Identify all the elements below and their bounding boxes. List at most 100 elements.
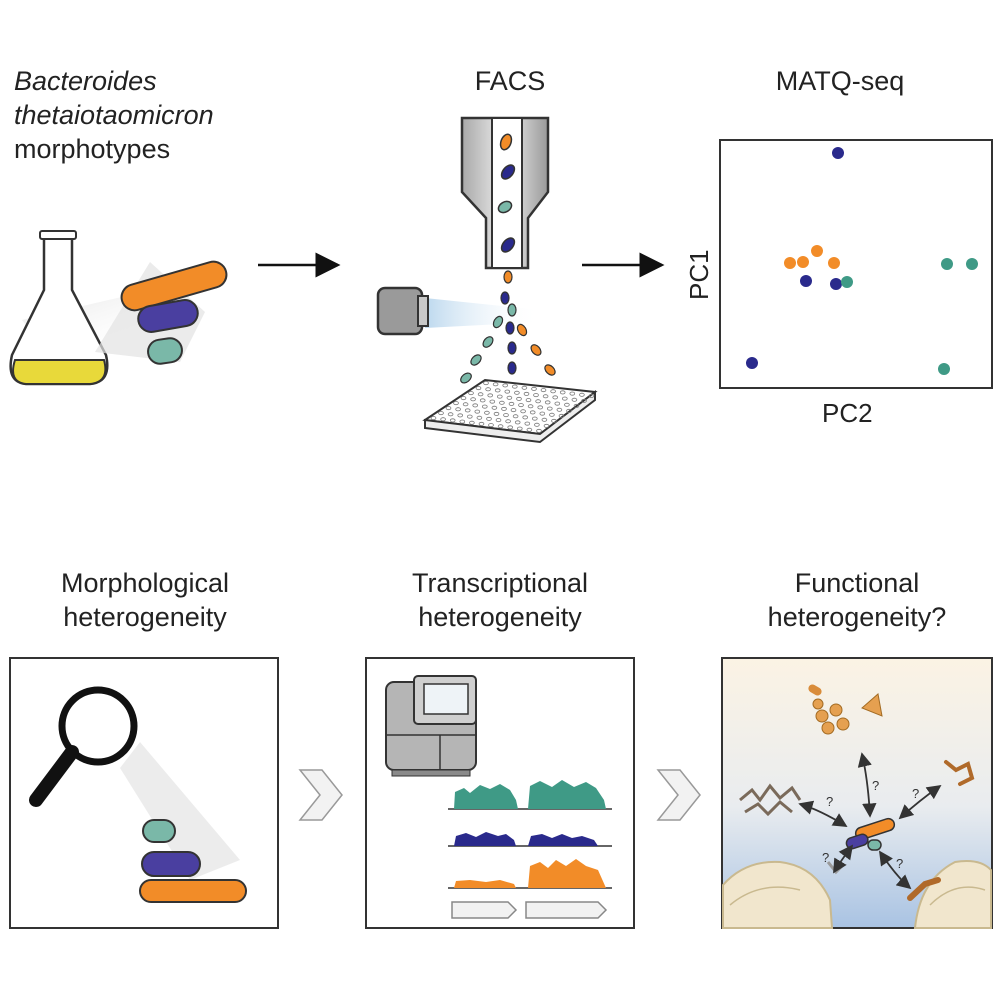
droplet-stream [460,270,556,384]
plate-well [514,420,521,425]
plate-well [541,417,548,422]
plate-well [518,403,524,408]
plate-well [468,391,474,396]
plate-well [573,403,580,408]
plate-well [516,396,522,401]
plate-well [499,400,505,405]
func-title: Functional heterogeneity? [722,566,992,634]
plate-well [566,408,572,413]
plate-well [516,426,523,431]
gene-arrow [451,901,518,919]
plate-well [453,401,459,406]
point-teal [841,276,853,288]
plate-well [554,401,561,406]
plate-well [503,413,509,418]
plate-well [529,410,536,415]
plate-well [511,384,518,389]
plate-well [495,418,502,423]
point-orange [828,257,840,269]
x-axis-label: PC2 [822,398,873,428]
plate-well [561,396,568,401]
plate-well [483,381,489,386]
plate-well [489,399,496,404]
trans-title-line1: Transcriptional [411,568,589,598]
plate-well [449,418,456,423]
plate-well [551,418,557,423]
plate-well [488,423,494,428]
trans-title: Transcriptional heterogeneity [365,566,635,634]
question-mark: ? [822,850,829,865]
plate-well [556,407,563,412]
plate-well [469,420,475,425]
plate-well [497,424,504,429]
plate-well [475,386,482,391]
plate-well [564,402,570,407]
func-title-line1: Functional [794,568,920,598]
plate-well [549,412,555,417]
point-navy [830,278,842,290]
plate-well [457,413,464,418]
plate-well [501,406,507,411]
plate-well [491,405,498,410]
morphotype-cells [120,260,228,365]
plate-well [460,396,467,401]
plate-well [492,382,499,387]
plate-well [487,393,494,398]
plate-well [544,400,551,405]
plate-well [559,390,566,395]
well-plate-icon [422,378,598,444]
plate-well [476,415,483,420]
plate-well [539,411,546,416]
plate-well [472,403,479,408]
organism-genus: Bacteroides [14,66,157,96]
morph-title: Morphological heterogeneity [10,566,280,634]
plate-well [546,406,553,411]
plate-well [508,401,515,406]
plate-well [430,416,437,421]
plate-well [569,391,576,396]
plate-well [505,419,511,424]
nozzle-cells [497,133,516,253]
plate-well [493,411,500,416]
plate-well [447,412,454,417]
question-mark: ? [872,778,879,793]
chevron-right-icon [656,769,701,821]
plate-well [478,421,485,426]
plate-well [494,388,501,393]
point-teal [941,258,953,270]
plate-well [542,394,549,399]
plate-well [462,402,469,407]
plate-well [438,411,444,416]
interaction-arrows [798,752,942,890]
plate-well [588,393,595,398]
organism-species: thetaiotaomicron [14,100,214,130]
point-navy [746,357,758,369]
plate-well [486,416,492,421]
laser-detector-icon [376,286,540,336]
plate-well [481,404,488,409]
plate-well [507,425,514,430]
plate-well [506,395,513,400]
morph-cells [139,819,247,903]
plate-well [550,389,556,394]
plate-well [502,383,509,388]
plate-well [496,394,503,399]
organism-label: Bacteroides thetaiotaomicron morphotypes [14,64,214,166]
central-bacteria [845,817,896,851]
plate-well [571,397,578,402]
plate-well [524,421,531,426]
plate-well [521,385,528,390]
point-orange [811,245,823,257]
plate-well [531,416,538,421]
plate-well [581,398,587,403]
plate-well [485,387,491,392]
plate-well [510,408,517,413]
question-mark: ? [912,786,919,801]
plate-well [552,395,558,400]
food-particles-icon [808,684,883,735]
plate-well [520,409,526,414]
gene-arrow [525,901,608,919]
point-orange [784,257,796,269]
point-teal [938,363,950,375]
